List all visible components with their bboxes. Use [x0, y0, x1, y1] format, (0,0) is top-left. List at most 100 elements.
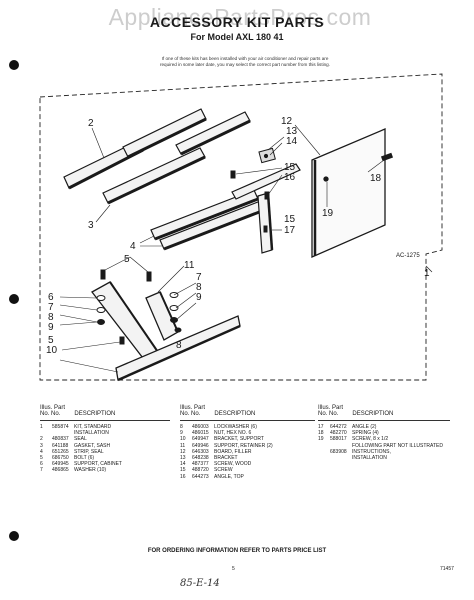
illus-number: 11	[180, 442, 186, 449]
callout-label: 9	[48, 322, 54, 333]
part-description: ANGLE (2)	[352, 424, 377, 430]
callout-label: 15	[284, 214, 296, 225]
part-number: 482270	[330, 430, 347, 437]
part-number: 480837	[52, 436, 69, 443]
callout-label: 11	[184, 260, 195, 271]
callout-label: 8	[176, 340, 182, 351]
part-description: INSTRUCTIONS,	[352, 448, 391, 455]
part-description: BRACKET, SUPPORT	[214, 436, 264, 443]
parts-row: 7 486865 WASHER (10)	[40, 467, 170, 473]
part-description: SCREW	[214, 467, 233, 474]
illus-number: 16	[180, 473, 186, 480]
callout-label: 1	[424, 268, 430, 279]
punch-hole	[9, 294, 19, 304]
no-header: No.	[191, 411, 201, 417]
illus-number: 5	[40, 455, 43, 462]
callout-label: 16	[284, 172, 296, 183]
vertical-angle	[257, 192, 274, 254]
illus-number: 6	[40, 461, 43, 468]
callout-label: 9	[196, 292, 202, 303]
part-number: 686750	[52, 455, 69, 462]
callout-label: 7	[48, 302, 54, 313]
illus-number: 7	[40, 467, 43, 474]
nut	[97, 317, 182, 333]
part-header: Part	[54, 405, 66, 411]
part-description: SCREW, WOOD	[214, 461, 252, 468]
illus-number: 8	[180, 424, 183, 430]
part-description: BOLT (6)	[74, 455, 95, 462]
parts-row: 10 649947 BRACKET, SUPPORT	[180, 436, 315, 442]
part-description: SUPPORT, CABINET	[74, 461, 122, 468]
part-description: SCREW, 8 x 1/2	[352, 436, 389, 443]
description-header: DESCRIPTION	[352, 411, 394, 417]
callout-label: 12	[281, 116, 293, 127]
retainer-support	[145, 291, 179, 341]
part-description: BRACKET	[214, 455, 238, 462]
parts-row: 1 585874 KIT, STANDARD	[40, 424, 170, 430]
part-description: ANGLE, TOP	[214, 473, 244, 480]
no-header: No.	[40, 411, 50, 417]
leader-line	[425, 265, 433, 273]
part-description: STRIP, SEAL	[74, 448, 104, 455]
part-number: 585874	[52, 424, 69, 430]
callout-label: 7	[196, 272, 202, 283]
no-header: No.	[180, 411, 190, 417]
part-description: INSTALLATION	[352, 455, 387, 462]
screw	[230, 170, 270, 233]
part-description: SEAL	[74, 436, 87, 443]
seal-strip	[63, 108, 251, 190]
leader-lines	[59, 124, 385, 373]
part-number: 486865	[52, 467, 69, 474]
callout-label: 5	[48, 335, 54, 346]
parts-row: 5 686750 BOLT (6)	[40, 455, 170, 461]
intro-note-line: required in some later date, you may sel…	[159, 62, 331, 67]
part-description: BOARD, FILLER	[214, 448, 252, 455]
callout-label: 13	[286, 126, 298, 137]
part-description: NUT, HEX NO. 6	[214, 430, 252, 437]
illus-number: 4	[40, 448, 43, 455]
part-number: 649947	[192, 436, 209, 443]
page-number: 5	[232, 566, 235, 572]
seal-strip-4	[150, 189, 268, 251]
illus-number	[318, 455, 330, 461]
drawing-code: AC-1275	[396, 253, 420, 259]
part-number: 649946	[192, 442, 209, 449]
part-description: KIT, STANDARD	[74, 424, 112, 430]
column-header: Illus. Part No. No.DESCRIPTION	[180, 405, 315, 417]
filler-board	[311, 128, 386, 258]
illus-number: 15	[180, 467, 186, 474]
part-number	[330, 455, 352, 461]
part-description: WASHER (10)	[74, 467, 107, 474]
column-header: Illus. Part No. No.DESCRIPTION	[40, 405, 170, 417]
punch-hole	[9, 531, 19, 541]
part-number: 651265	[52, 448, 69, 455]
no-header: No.	[329, 411, 339, 417]
callout-label: 17	[284, 225, 296, 236]
illus-header: Illus.	[180, 405, 193, 411]
callout-label: 3	[88, 220, 94, 231]
illus-number: 1	[40, 424, 43, 430]
model-subtitle: For Model AXL 180 41	[190, 32, 284, 42]
part-number: 588017	[330, 436, 347, 443]
illus-number: 10	[180, 436, 186, 443]
illus-number: 9	[180, 430, 183, 437]
parts-row: INSTALLATION	[318, 455, 450, 461]
part-number: 683908	[330, 448, 347, 455]
parts-row: INSTALLATION	[40, 430, 170, 436]
illus-number: 18	[318, 430, 324, 437]
part-number: 646303	[192, 448, 209, 455]
header-rule	[180, 420, 315, 421]
no-header: No.	[318, 411, 328, 417]
part-number: 644273	[192, 473, 209, 480]
bracket	[258, 147, 276, 164]
illus-number: 17	[318, 424, 324, 430]
